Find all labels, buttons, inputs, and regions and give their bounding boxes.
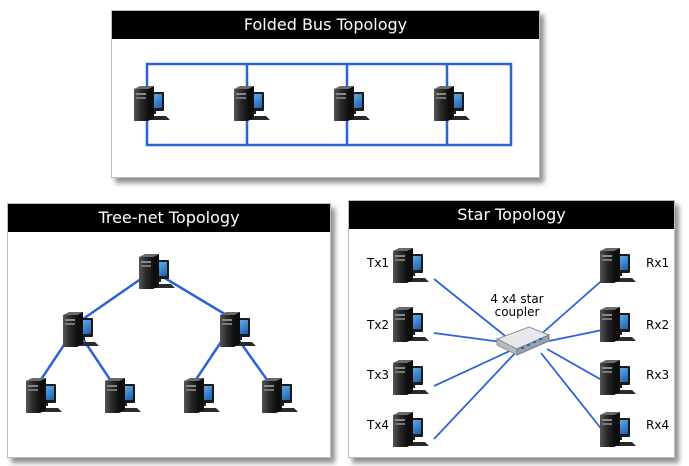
folded-bus-title: Folded Bus Topology: [112, 11, 539, 39]
tx3-label: Tx3: [367, 368, 390, 382]
desktop-computer-icon: [434, 86, 470, 121]
star-title: Star Topology: [349, 201, 674, 229]
tx4-label: Tx4: [367, 418, 390, 432]
desktop-computer-icon: [600, 360, 636, 395]
rx3-label: Rx3: [646, 368, 670, 382]
tree-net-panel: Tree-net Topology: [7, 203, 331, 458]
rx1-link: [538, 275, 608, 337]
desktop-computer-icon: [26, 378, 62, 413]
tree-link: [191, 338, 225, 385]
rx2-link: [548, 328, 608, 342]
tree-net-diagram: [26, 254, 298, 413]
desktop-computer-icon: [262, 378, 298, 413]
desktop-computer-icon: [393, 412, 429, 447]
desktop-computer-icon: [600, 248, 636, 283]
tx1-link: [433, 278, 510, 340]
desktop-computer-icon: [63, 312, 99, 347]
desktop-computer-icon: [600, 412, 636, 447]
desktop-computer-icon: [139, 254, 175, 289]
tx2-label: Tx2: [367, 318, 390, 332]
rx3-link: [546, 348, 608, 384]
tx4-link: [433, 350, 518, 440]
tx3-link: [433, 348, 515, 387]
coupler-label-line2: coupler: [494, 305, 540, 319]
rx4-label: Rx4: [646, 418, 670, 432]
star-panel: Star Topology 4 x4 star coupler Tx1 Tx2 …: [348, 200, 675, 458]
tree-link: [157, 272, 234, 321]
desktop-computer-icon: [334, 86, 370, 121]
star-diagram: [393, 248, 636, 447]
coupler-label-line1: 4 x4 star: [490, 292, 544, 306]
desktop-computer-icon: [393, 307, 429, 342]
tree-net-title: Tree-net Topology: [8, 204, 330, 232]
tree-link: [82, 272, 149, 321]
desktop-computer-icon: [134, 86, 170, 121]
rx2-label: Rx2: [646, 318, 670, 332]
desktop-computer-icon: [393, 360, 429, 395]
desktop-computer-icon: [220, 312, 256, 347]
coupler-label: 4 x4 star coupler: [477, 293, 557, 319]
tree-link: [81, 338, 115, 385]
tree-links: [36, 272, 272, 385]
desktop-computer-icon: [105, 378, 141, 413]
rx4-link: [540, 352, 608, 437]
desktop-computer-icon: [600, 307, 636, 342]
desktop-computer-icon: [184, 378, 220, 413]
folded-bus-panel: Folded Bus Topology: [111, 10, 540, 178]
star-coupler-icon: [496, 326, 550, 356]
desktop-computer-icon: [234, 86, 270, 121]
rx1-label: Rx1: [646, 256, 670, 270]
tx1-label: Tx1: [367, 256, 390, 270]
desktop-computer-icon: [393, 248, 429, 283]
tree-link: [236, 338, 272, 385]
folded-bus-diagram: [134, 62, 513, 147]
